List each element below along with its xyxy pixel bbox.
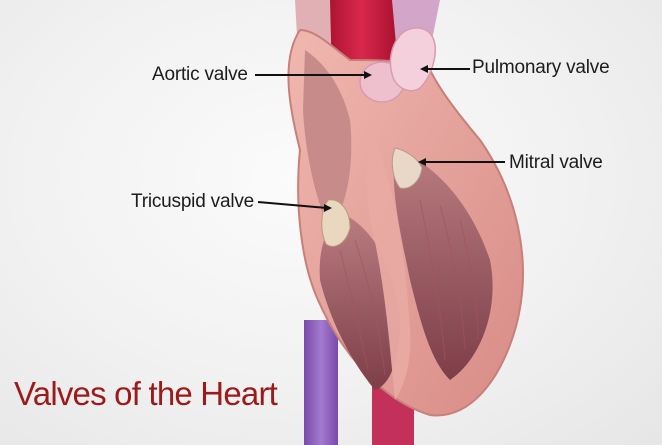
diagram-title: Valves of the Heart (14, 375, 277, 413)
vena-cava (304, 320, 338, 445)
mitral-valve-label: Mitral valve (509, 152, 603, 174)
tricuspid-valve-label: Tricuspid valve (131, 191, 254, 213)
pulmonary-valve-label: Pulmonary valve (472, 57, 609, 79)
aortic-valve-label: Aortic valve (152, 64, 248, 86)
